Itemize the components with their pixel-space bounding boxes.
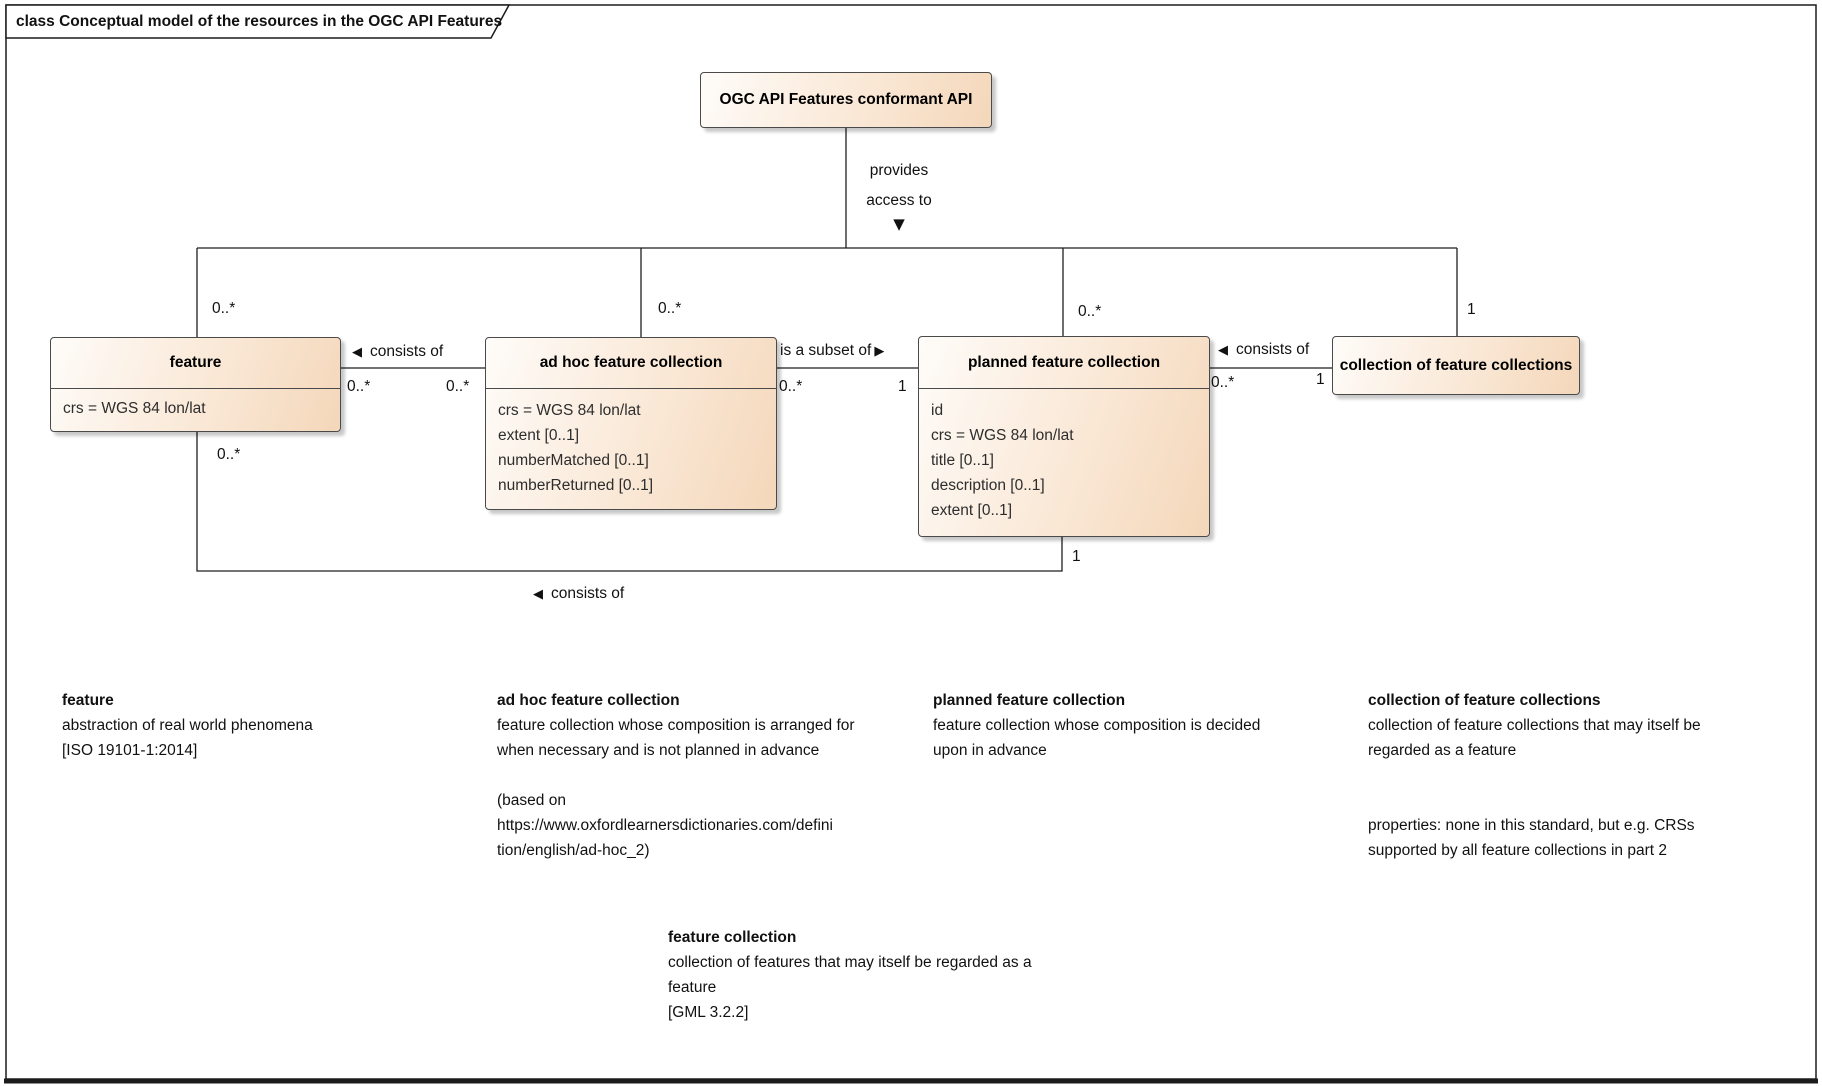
mult-feature-planned-left: 0..* bbox=[217, 446, 241, 463]
left-triangle-icon: ◀ bbox=[1218, 343, 1228, 358]
class-attribute: extent [0..1] bbox=[931, 502, 1012, 519]
assoc-label-consists-of-2: ◀consists of bbox=[1218, 341, 1310, 358]
definition-collection-of-feature-collections: collection of feature collections collec… bbox=[1368, 692, 1701, 859]
class-box-adhoc-feature-collection[interactable]: ad hoc feature collection crs = WGS 84 l… bbox=[485, 337, 777, 510]
definition-planned-feature-collection: planned feature collection feature colle… bbox=[933, 692, 1261, 759]
feature-planned-association-line bbox=[196, 432, 1063, 572]
class-attribute: title [0..1] bbox=[931, 452, 994, 469]
class-attribute: description [0..1] bbox=[931, 477, 1045, 494]
class-attribute: id bbox=[931, 402, 944, 419]
class-box-collection-of-feature-collections[interactable]: collection of feature collections bbox=[1332, 336, 1580, 395]
mult-api-adhoc: 0..* bbox=[658, 300, 682, 317]
class-attribute: extent [0..1] bbox=[498, 427, 579, 444]
mult-adhoc-planned-left: 0..* bbox=[779, 378, 803, 395]
class-attribute: crs = WGS 84 lon/lat bbox=[63, 400, 206, 417]
class-title: OGC API Features conformant API bbox=[719, 91, 973, 108]
class-attribute: crs = WGS 84 lon/lat bbox=[931, 427, 1074, 444]
provides-access-label: provides access to ▼ bbox=[846, 156, 952, 232]
mult-adhoc-planned-right: 1 bbox=[898, 378, 907, 395]
left-triangle-icon: ◀ bbox=[352, 345, 362, 360]
mult-planned-collection-left: 0..* bbox=[1211, 374, 1235, 391]
mult-planned-collection-right: 1 bbox=[1316, 371, 1325, 388]
class-box-feature[interactable]: feature crs = WGS 84 lon/lat bbox=[50, 337, 341, 432]
class-attribute: crs = WGS 84 lon/lat bbox=[498, 402, 641, 419]
assoc-label-consists-of-1: ◀consists of bbox=[352, 343, 444, 360]
mult-api-planned: 0..* bbox=[1078, 303, 1102, 320]
definition-adhoc-feature-collection: ad hoc feature collection feature collec… bbox=[497, 692, 855, 859]
mult-feature-adhoc-left: 0..* bbox=[347, 378, 371, 395]
definition-feature: feature abstraction of real world phenom… bbox=[62, 692, 313, 759]
right-triangle-icon: ▶ bbox=[874, 344, 885, 359]
frame-title-tab-shape bbox=[5, 4, 511, 39]
class-attribute: numberMatched [0..1] bbox=[498, 452, 649, 469]
assoc-label-is-a-subset-of: is a subset of▶ bbox=[780, 342, 885, 359]
definition-feature-collection: feature collection collection of feature… bbox=[668, 929, 1032, 1021]
mult-feature-planned-right: 1 bbox=[1072, 548, 1081, 565]
class-title: feature bbox=[169, 354, 222, 371]
class-title: collection of feature collections bbox=[1339, 356, 1573, 374]
assoc-label-consists-of-3: ◀consists of bbox=[533, 585, 625, 602]
mult-api-feature: 0..* bbox=[212, 300, 236, 317]
api-access-connectors bbox=[196, 128, 1458, 337]
down-triangle-icon: ▼ bbox=[893, 215, 905, 233]
frame-title: class Conceptual model of the resources … bbox=[16, 13, 503, 30]
class-box-planned-feature-collection[interactable]: planned feature collection id crs = WGS … bbox=[918, 336, 1210, 537]
mult-api-collection: 1 bbox=[1467, 301, 1476, 318]
class-box-api[interactable]: OGC API Features conformant API bbox=[700, 72, 992, 128]
class-attribute: numberReturned [0..1] bbox=[498, 477, 654, 494]
mult-feature-adhoc-right: 0..* bbox=[446, 378, 470, 395]
left-triangle-icon: ◀ bbox=[533, 587, 543, 602]
class-title: ad hoc feature collection bbox=[539, 354, 723, 371]
class-title: planned feature collection bbox=[967, 353, 1161, 371]
